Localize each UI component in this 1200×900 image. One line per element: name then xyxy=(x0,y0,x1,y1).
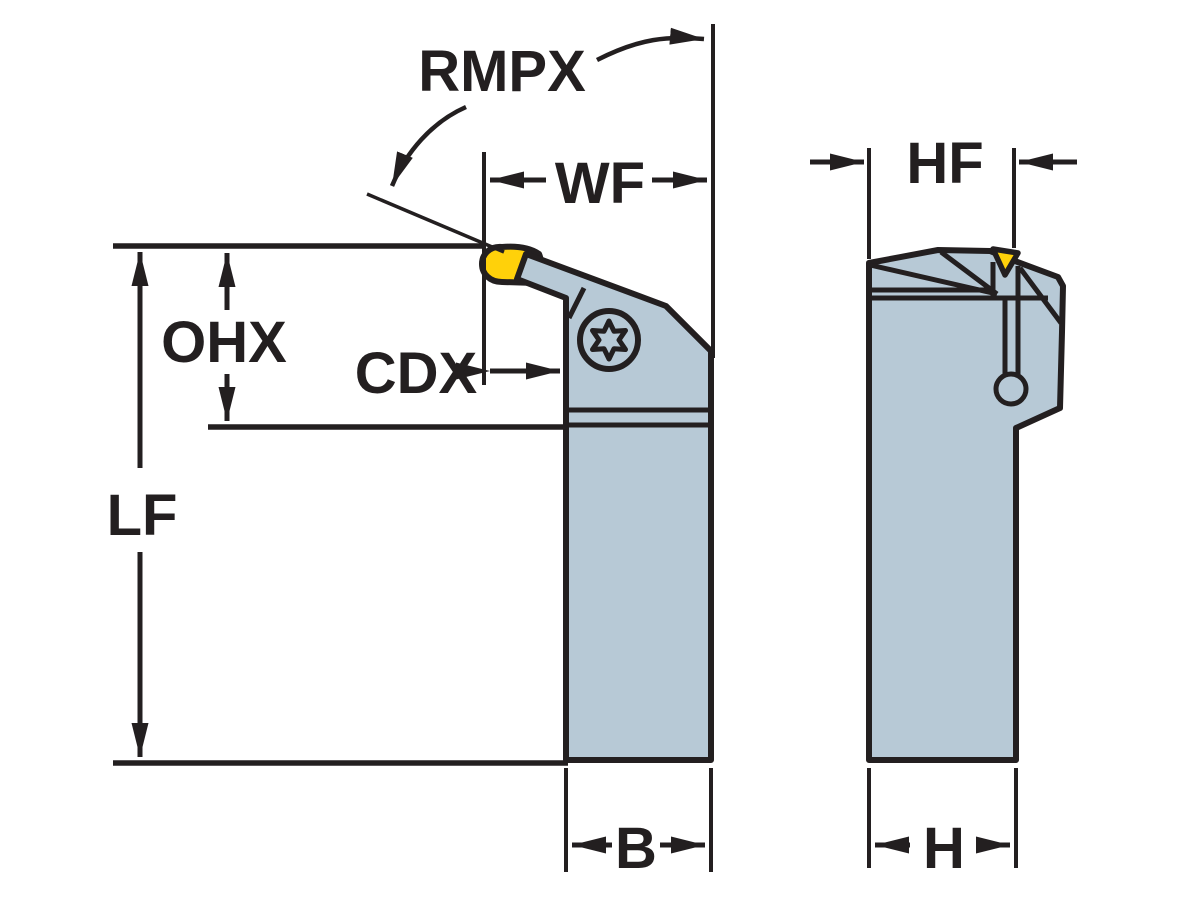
label-hf: HF xyxy=(906,131,983,196)
clamp-inner-edge xyxy=(1017,266,1064,325)
screw-slot xyxy=(993,298,1029,407)
front-view xyxy=(479,243,714,763)
ramp-angle-line xyxy=(366,192,505,254)
dimension-arrows xyxy=(131,27,1077,854)
rmpx-leader-to-line xyxy=(595,27,705,63)
dimension-labels: RMPX WF OHX CDX LF B HF H xyxy=(107,39,984,881)
label-cdx: CDX xyxy=(355,341,478,406)
reference-lines xyxy=(113,24,1018,872)
torx-screw-icon xyxy=(577,308,641,372)
label-b: B xyxy=(615,816,657,881)
label-ohx: OHX xyxy=(161,310,287,375)
label-wf: WF xyxy=(555,151,645,216)
insert-seat-line xyxy=(566,286,587,320)
label-lf: LF xyxy=(107,483,178,548)
chamfer-edge-2 xyxy=(939,250,999,296)
rmpx-leader-to-edge xyxy=(389,104,467,187)
label-rmpx: RMPX xyxy=(418,39,586,104)
side-view xyxy=(866,246,1066,763)
label-h: H xyxy=(923,816,965,881)
holder-body-side xyxy=(866,247,1066,763)
holder-body-front xyxy=(514,251,714,763)
insert-side xyxy=(990,246,1021,278)
